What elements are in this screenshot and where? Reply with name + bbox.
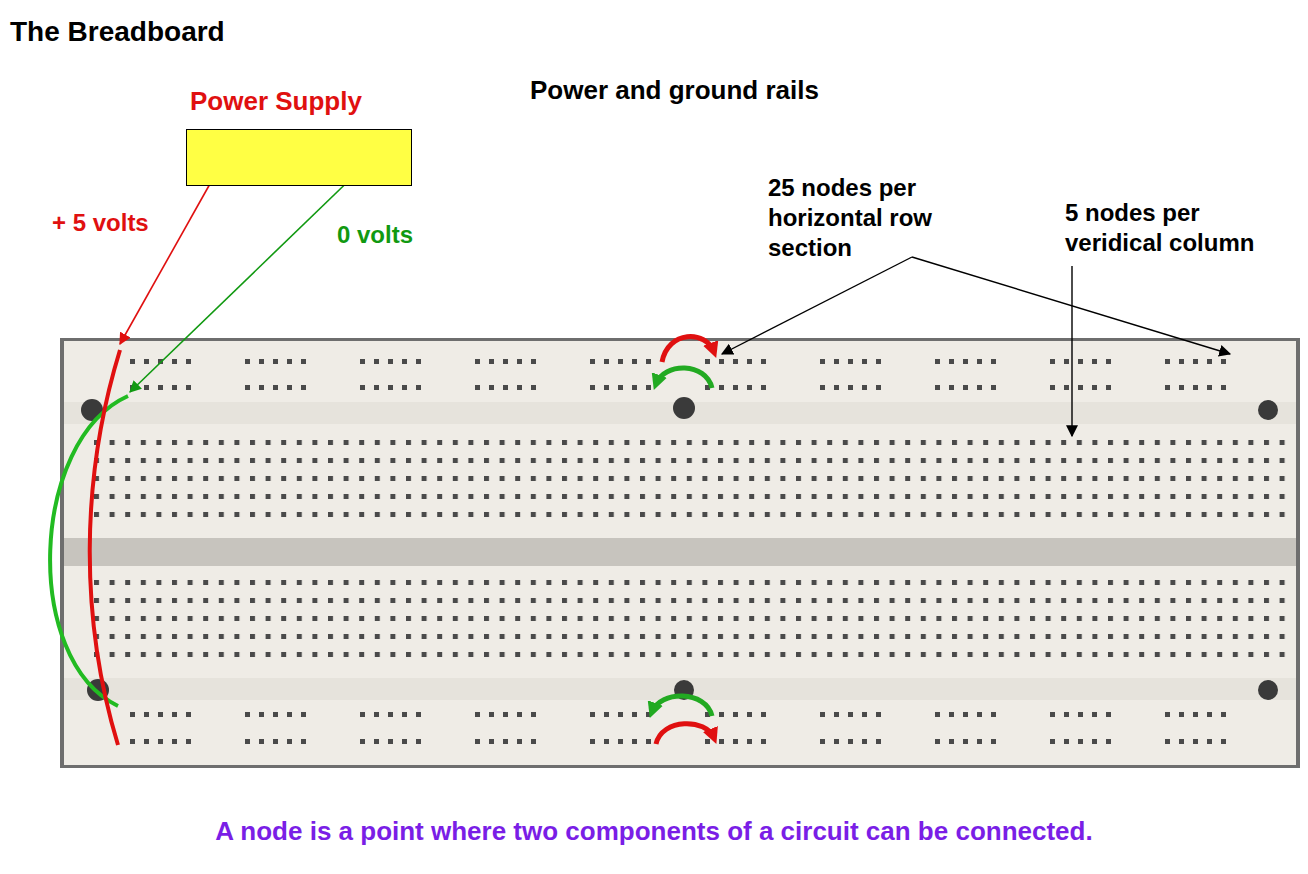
rail-jumper [656,368,712,388]
callout-note: 5 nodes per veridical column [1065,198,1297,258]
top-grid-holes [94,440,1295,530]
rail-jumper [652,696,712,716]
leader-line [912,257,1230,354]
negative-lead [130,166,364,392]
page-title: The Breadboard [10,16,225,48]
voltage-label: 0 volts [337,220,413,250]
positive-lead [120,166,220,344]
leader-line [1071,266,1072,436]
mounting-hole [1258,680,1278,700]
leader-line [722,257,912,354]
top-rail-holes [130,359,1280,391]
voltage-label: + 5 volts [52,208,149,238]
bottom-rail-holes [130,712,1280,745]
section-heading: Power and ground rails [530,74,819,107]
rail-jumper [656,724,714,744]
rail-jumper [662,337,714,362]
power-supply-box: Power Supply [186,86,412,186]
breadboard [60,338,1300,768]
box-heading: Power Supply [186,86,412,129]
power-wire [90,350,120,745]
caption-note: A node is a point where two components o… [46,816,1262,847]
bottom-grid-holes [94,580,1295,670]
mounting-hole [673,397,695,419]
supply-housing [186,129,412,186]
mounting-hole [1258,400,1278,420]
callout-note: 25 nodes per horizontal row section [768,173,973,263]
